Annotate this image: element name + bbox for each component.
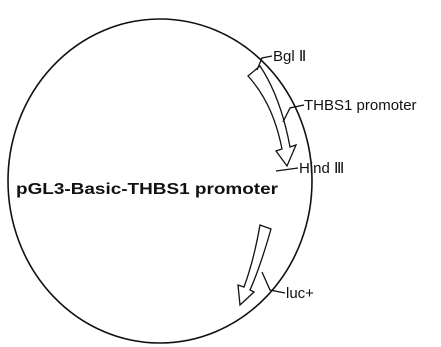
bgl2-leader-line — [256, 55, 273, 71]
plasmid-name-label: pGL3-Basic-THBS1 promoter — [16, 181, 278, 198]
luc-gene-label: luc+ — [286, 285, 314, 302]
thbs1-promoter-leader-line — [282, 104, 305, 123]
hind3-site-label: Hind Ⅲ — [299, 160, 344, 177]
luc-gene-arrow — [237, 224, 272, 307]
plasmid-backbone-circle — [7, 18, 313, 344]
luc-leader-line — [261, 271, 286, 294]
thbs1-promoter-arrow — [247, 65, 298, 168]
bgl2-site-label: Bgl Ⅱ — [273, 48, 306, 65]
thbs1-promoter-label: THBS1 promoter — [304, 97, 417, 114]
hind3-leader-line — [275, 167, 299, 172]
